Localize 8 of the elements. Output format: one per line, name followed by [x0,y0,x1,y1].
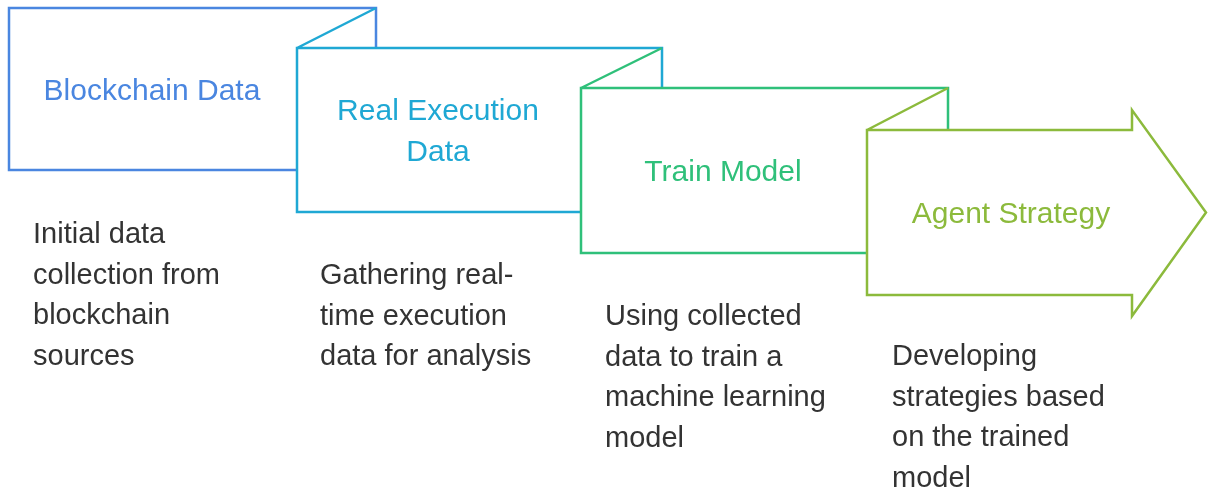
step-title: Agent Strategy [911,195,1111,231]
step-title: Train Model [644,153,802,189]
step-description: Gathering real-time execution data for analysis [320,257,533,373]
step-description: Developing strategies based on the trained model [892,338,1106,495]
step-title: Blockchain Data [43,71,261,108]
step-title: Real Execution Data [336,92,540,169]
step-description: Initial data collection from blockchain sources [33,216,221,373]
step-description: Using collected data to train a machine learning model [605,298,827,455]
